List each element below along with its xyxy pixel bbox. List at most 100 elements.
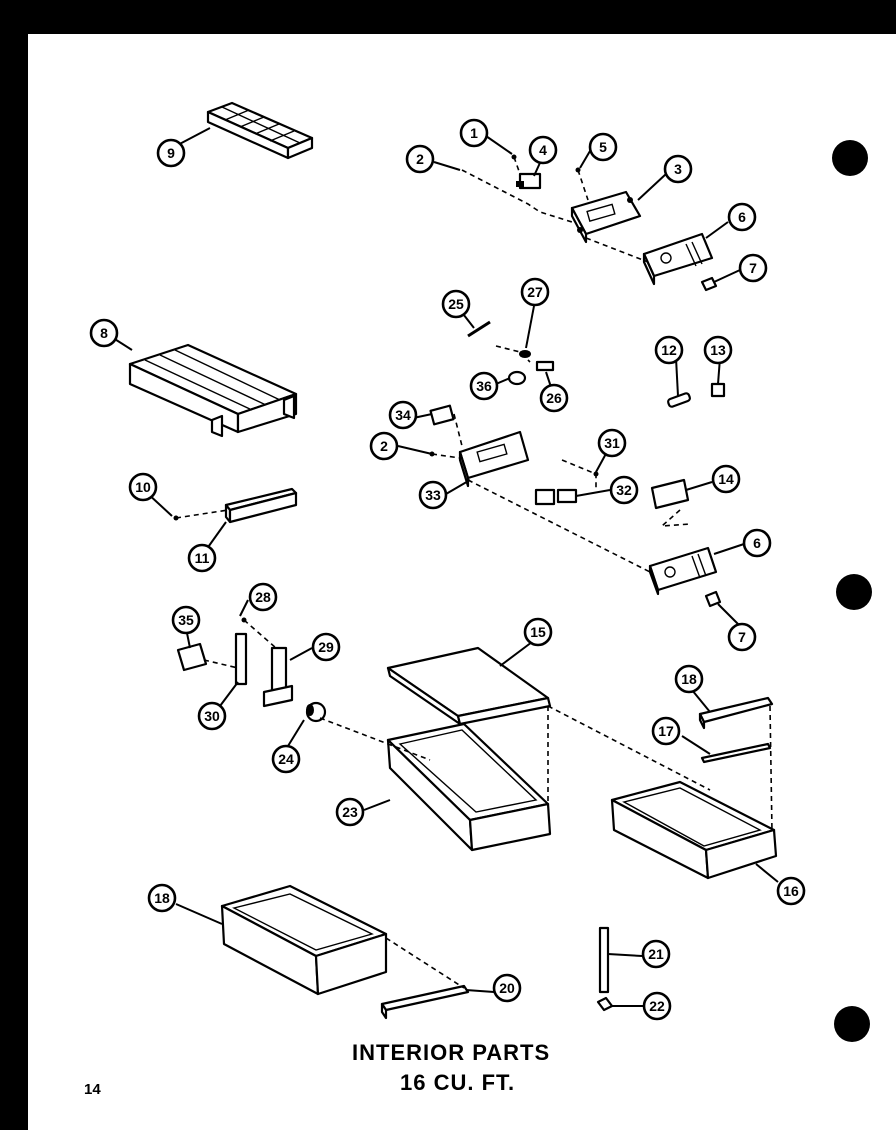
part-lamp-socket	[429, 404, 455, 426]
callout-3: 3	[663, 154, 693, 184]
callout-label: 25	[448, 296, 464, 312]
part-roller	[305, 701, 327, 723]
callout-label: 3	[674, 161, 682, 177]
part-hinge-bracket	[176, 642, 208, 672]
part-pan-slide-rail	[380, 984, 470, 1020]
callout-2-upper: 2	[405, 144, 435, 174]
part-ring	[507, 370, 527, 386]
part-ice-tray	[206, 101, 314, 160]
callout-18-rail: 18	[674, 664, 704, 694]
callout-label: 1	[470, 125, 478, 141]
part-knob-upper	[700, 276, 718, 292]
part-thermostat-middle	[534, 488, 578, 506]
part-thermostat-switch-upper	[516, 172, 542, 190]
callout-label: 35	[178, 612, 194, 628]
part-hinge-plate	[234, 632, 248, 686]
callout-20: 20	[492, 973, 522, 1003]
callout-29: 29	[311, 632, 341, 662]
callout-label: 17	[658, 723, 674, 739]
callout-1: 1	[459, 118, 489, 148]
callout-9: 9	[156, 138, 186, 168]
binder-hole-middle	[836, 574, 872, 610]
callout-label: 12	[661, 342, 677, 358]
callout-26: 26	[539, 383, 569, 413]
callout-8: 8	[89, 318, 119, 348]
callout-2-middle: 2	[369, 431, 399, 461]
callout-21: 21	[641, 939, 671, 969]
callout-25: 25	[441, 289, 471, 319]
diagram-subtitle: 16 CU. FT.	[400, 1070, 516, 1095]
callout-label: 2	[416, 151, 424, 167]
callout-label: 20	[499, 980, 515, 996]
callout-label: 34	[395, 407, 411, 423]
part-crisper-drawer	[610, 780, 778, 880]
part-shelf-rail	[224, 487, 298, 524]
callout-34: 34	[388, 400, 418, 430]
part-control-housing-middle	[458, 430, 530, 488]
callout-5: 5	[588, 132, 618, 162]
part-divider-post	[598, 926, 610, 994]
part-clip	[535, 360, 555, 372]
leader-lines	[109, 127, 779, 1007]
part-grommet	[519, 350, 531, 358]
part-crisper-frame	[386, 722, 552, 852]
callout-label: 7	[749, 260, 757, 276]
callout-label: 22	[649, 998, 665, 1014]
callout-36: 36	[469, 371, 499, 401]
assembly-lines	[175, 156, 773, 989]
callout-label: 6	[753, 535, 761, 551]
page-number: 14	[84, 1081, 101, 1098]
callout-7-upper: 7	[738, 253, 768, 283]
callout-31: 31	[597, 428, 627, 458]
callout-6-middle: 6	[742, 528, 772, 558]
callout-label: 18	[681, 671, 697, 687]
callout-18-pan: 18	[147, 883, 177, 913]
callout-label: 26	[546, 390, 562, 406]
callout-label: 16	[783, 883, 799, 899]
callout-6-upper: 6	[727, 202, 757, 232]
callout-24: 24	[271, 744, 301, 774]
callout-17: 17	[651, 716, 681, 746]
binder-hole-top	[832, 140, 868, 176]
callout-label: 10	[135, 479, 151, 495]
part-crisper-cover	[386, 646, 552, 726]
callout-16: 16	[776, 876, 806, 906]
part-knob-middle	[704, 590, 722, 608]
callout-23: 23	[335, 797, 365, 827]
callout-label: 29	[318, 639, 334, 655]
part-shelf-rack	[128, 343, 298, 438]
callout-label: 7	[738, 629, 746, 645]
callout-12: 12	[654, 335, 684, 365]
callout-label: 18	[154, 890, 170, 906]
part-control-panel-upper	[642, 232, 714, 286]
diagram-title: INTERIOR PARTS	[352, 1040, 551, 1065]
callout-13: 13	[703, 335, 733, 365]
part-drawer-rail-front	[698, 696, 774, 730]
part-hinge-arm	[262, 646, 294, 708]
callout-label: 21	[648, 946, 664, 962]
callout-label: 2	[380, 438, 388, 454]
callout-label: 30	[204, 708, 220, 724]
callout-label: 11	[195, 550, 210, 566]
callout-7-middle: 7	[727, 622, 757, 652]
callout-35: 35	[171, 605, 201, 635]
callout-label: 36	[476, 378, 492, 394]
callout-10: 10	[128, 472, 158, 502]
callout-label: 4	[539, 142, 547, 158]
callout-label: 15	[530, 624, 546, 640]
part-drawer-rail-back	[700, 742, 772, 764]
callout-label: 23	[342, 804, 358, 820]
callout-30: 30	[197, 701, 227, 731]
callout-11: 11	[187, 543, 217, 573]
callout-label: 27	[527, 284, 543, 300]
part-divider-clip	[596, 996, 614, 1012]
callout-label: 6	[738, 209, 746, 225]
part-meat-pan	[220, 884, 388, 996]
callout-15: 15	[523, 617, 553, 647]
callout-14: 14	[711, 464, 741, 494]
callout-33: 33	[418, 480, 448, 510]
callout-4: 4	[528, 135, 558, 165]
callout-label: 9	[167, 145, 175, 161]
callout-label: 28	[255, 589, 271, 605]
